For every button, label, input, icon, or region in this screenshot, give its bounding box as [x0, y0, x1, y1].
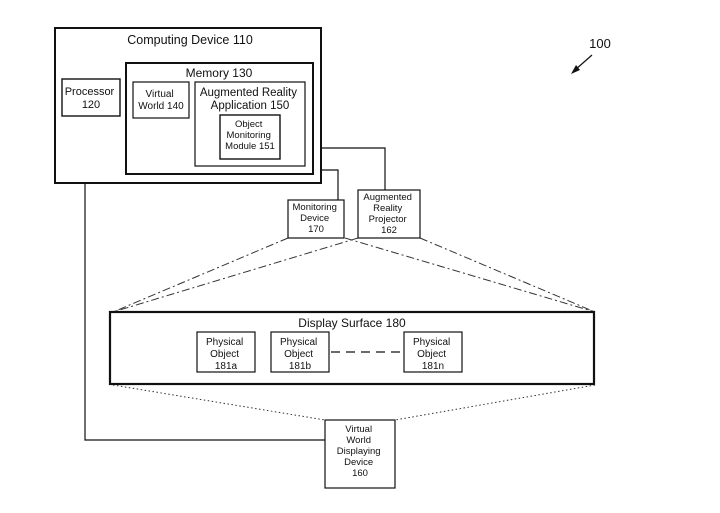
ar-projector-box: Augmented Reality Projector 162: [357, 189, 421, 239]
physical-object-n-line-2: Object: [417, 349, 446, 360]
object-monitoring-line-3: Module 151: [225, 141, 275, 152]
computing-device-label: Computing Device 110: [127, 33, 253, 47]
physical-object-b-box: Physical Object 181b: [270, 331, 330, 373]
svg-text:Virtual World Disp: Virtual World Displaying Device 160: [337, 424, 383, 479]
physical-object-a-number: 181a: [215, 361, 238, 372]
line-computing-to-monitoring: [320, 169, 339, 200]
monitoring-device-line-2: Device: [300, 213, 329, 224]
ar-projector-line-2: Reality: [373, 203, 402, 214]
arrowhead-icon: [571, 65, 580, 74]
physical-object-a-box: Physical Object 181a: [196, 331, 256, 373]
svg-text:Physical Object 18: Physical Object 181a: [206, 337, 246, 372]
object-monitoring-line-1: Object: [235, 119, 263, 130]
display-surface: Display Surface 180: [108, 310, 596, 386]
figure-reference: 100: [571, 36, 611, 74]
projection-lines: [112, 237, 596, 421]
line-computing-to-vw-device: [84, 183, 325, 441]
vw-device-number: 160: [352, 468, 368, 479]
monitoring-device-number: 170: [308, 224, 324, 235]
svg-text:Object Monitoring: Object Monitoring Module 151: [225, 119, 275, 152]
physical-object-n-number: 181n: [422, 361, 444, 372]
ar-projector-line-1: Augmented: [363, 192, 412, 203]
vw-device-line-1: Virtual: [345, 424, 372, 435]
vw-device-line-3: Displaying: [337, 446, 381, 457]
physical-object-b-line-1: Physical: [280, 337, 317, 348]
physical-object-b-number: 181b: [289, 361, 312, 372]
virtual-world-box: Virtual World 140: [132, 81, 190, 119]
physical-object-b-line-2: Object: [284, 349, 313, 360]
svg-text:Processor 120: Processor 120: [65, 86, 118, 111]
physical-object-n-box: Physical Object 181n: [403, 331, 463, 373]
ar-projector-number: 162: [381, 225, 397, 236]
virtual-world-number: World 140: [138, 101, 184, 112]
connection-lines: [84, 147, 386, 441]
line-computing-to-projector: [320, 147, 386, 190]
svg-text:Physical Object 18: Physical Object 181n: [413, 337, 453, 372]
reference-number: 100: [589, 36, 611, 51]
processor-number: 120: [82, 99, 100, 111]
physical-object-a-line-1: Physical: [206, 337, 243, 348]
ar-application-label: Augmented Reality: [200, 87, 297, 99]
vw-device-line-2: World: [346, 435, 371, 446]
ar-application-number: Application 150: [211, 100, 290, 112]
processor-box: Processor 120: [61, 78, 121, 117]
physical-object-n-line-1: Physical: [413, 337, 450, 348]
monitoring-device-line-1: Monitoring: [293, 202, 337, 213]
monitoring-device-box: Monitoring Device 170: [287, 199, 345, 239]
vw-device-line-4: Device: [344, 457, 373, 468]
display-surface-label: Display Surface 180: [298, 316, 406, 330]
object-monitoring-module-box: Object Monitoring Module 151: [219, 114, 281, 160]
svg-text:Monitoring Device: Monitoring Device 170: [293, 202, 340, 235]
svg-text:Augmented Reality: Augmented Reality Projector 162: [363, 192, 414, 236]
memory-label: Memory 130: [186, 66, 253, 80]
physical-object-a-line-2: Object: [210, 349, 239, 360]
virtual-world-label: Virtual: [146, 89, 174, 100]
svg-text:Virtual World 140: Virtual World 140: [138, 89, 184, 112]
vw-displaying-device-box: Virtual World Displaying Device 160: [324, 419, 396, 489]
processor-label: Processor: [65, 86, 115, 98]
object-monitoring-line-2: Monitoring: [227, 130, 271, 141]
ar-projector-line-3: Projector: [369, 214, 407, 225]
svg-text:Augmented Reality Applic: Augmented Reality Application 150: [200, 87, 300, 112]
svg-text:Physical Object 18: Physical Object 181b: [280, 337, 320, 372]
